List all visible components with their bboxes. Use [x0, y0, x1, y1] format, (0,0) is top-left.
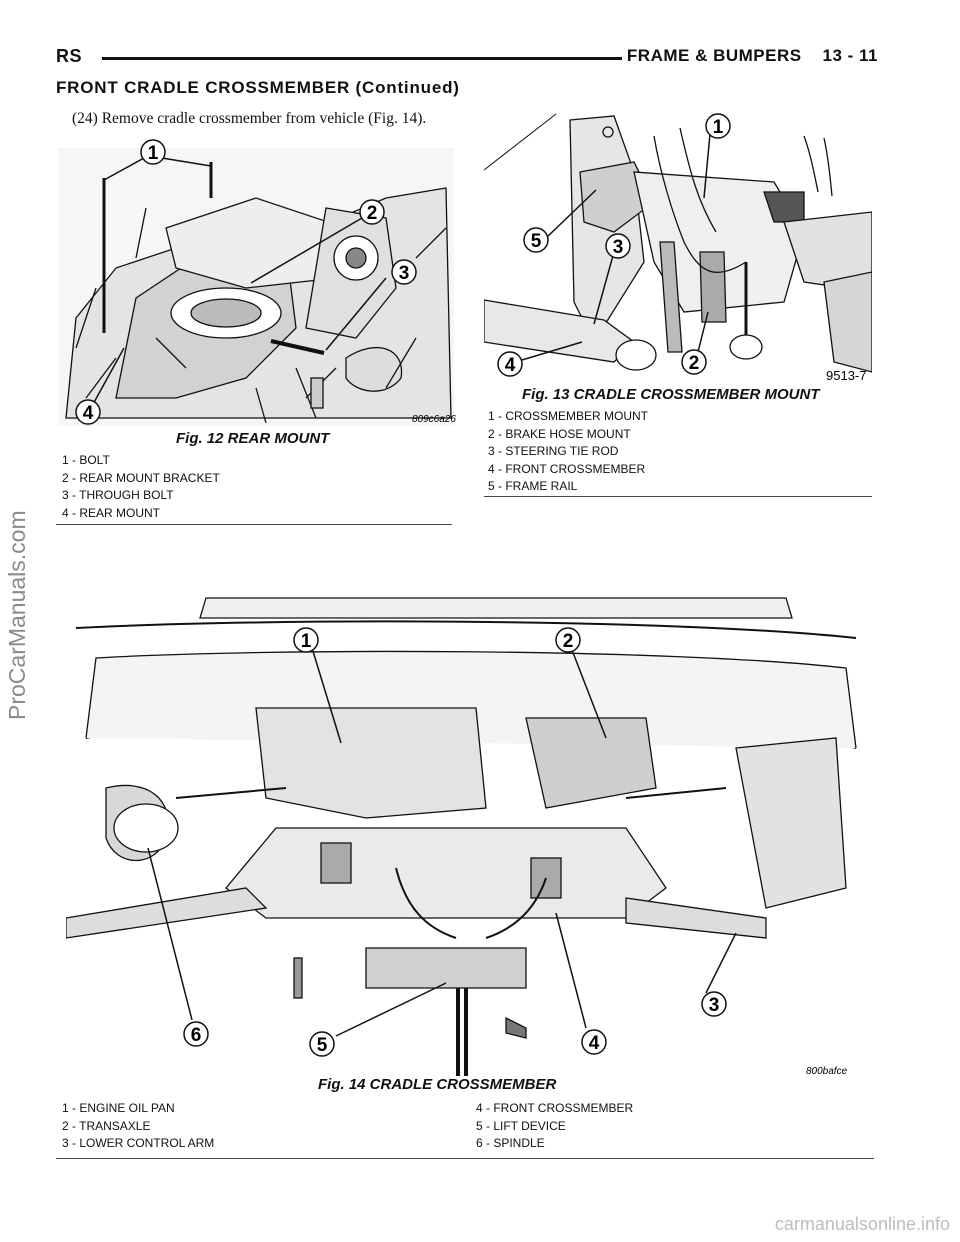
step-text: (24) Remove cradle crossmember from vehi…: [72, 110, 427, 127]
fig12-callout-4: 4: [75, 399, 101, 425]
fig13-rule: [484, 496, 872, 497]
fig14-callout-6: 6: [183, 1021, 209, 1047]
fig14-callout-5: 5: [309, 1031, 335, 1057]
fig14-legend-item: 6 - SPINDLE: [476, 1136, 545, 1150]
fig13-legend: 1 - CROSSMEMBER MOUNT 2 - BRAKE HOSE MOU…: [488, 408, 648, 496]
fig14-legend-item: 5 - LIFT DEVICE: [476, 1118, 566, 1133]
section-code: RS: [56, 46, 83, 66]
fig14-title: Fig. 14 CRADLE CROSSMEMBER: [318, 1076, 557, 1093]
fig14-callout-1: 1: [293, 627, 319, 653]
fig14-legend-right: 4 - FRONT CROSSMEMBER 5 - LIFT DEVICE 6 …: [476, 1100, 633, 1153]
fig13-title: Fig. 13 CRADLE CROSSMEMBER MOUNT: [522, 386, 820, 403]
fig12-rule: [56, 524, 452, 525]
svg-text:5: 5: [317, 1035, 328, 1056]
fig12-code: 809c6a26: [412, 414, 456, 425]
fig13-code: 9513-7: [826, 368, 866, 383]
page-number: 13 - 11: [822, 46, 878, 65]
fig14-legend-item: 4 - FRONT CROSSMEMBER: [476, 1101, 634, 1115]
fig12-legend-item: 2 - REAR MOUNT BRACKET: [62, 470, 220, 485]
svg-text:4: 4: [83, 403, 94, 424]
svg-text:4: 4: [589, 1033, 600, 1054]
fig13-callout-5: 5: [523, 227, 549, 253]
fig13-legend-item: 1 - CROSSMEMBER MOUNT: [488, 409, 649, 423]
fig14-legend-item: 3 - LOWER CONTROL ARM: [62, 1136, 215, 1150]
chapter-header: FRAME & BUMPERS 13 - 11: [627, 46, 878, 66]
fig14-callout-2: 2: [555, 627, 581, 653]
fig13-legend-item: 5 - FRAME RAIL: [488, 479, 578, 493]
fig13-callout-3: 3: [605, 233, 631, 259]
svg-text:5: 5: [531, 231, 542, 252]
fig12-title: Fig. 12 REAR MOUNT: [176, 430, 330, 447]
fig12-legend-item: 4 - REAR MOUNT: [62, 505, 161, 520]
svg-text:3: 3: [709, 995, 720, 1016]
fig13-callout-2: 2: [681, 349, 707, 375]
fig12-callout-1: 1: [140, 139, 166, 165]
svg-text:2: 2: [563, 631, 574, 652]
svg-text:2: 2: [367, 203, 378, 224]
fig12-illustration: 1 2 3 4 809c6a26: [56, 138, 456, 430]
svg-text:4: 4: [505, 355, 516, 376]
svg-text:6: 6: [191, 1025, 202, 1046]
fig13-legend-item: 3 - STEERING TIE ROD: [488, 444, 619, 458]
fig13-callout-4: 4: [497, 351, 523, 377]
fig14-illustration: 1 2 3 4 5 6 800bafce: [66, 588, 866, 1076]
fig13-callout-1: 1: [705, 113, 731, 139]
fig14-callout-4: 4: [581, 1029, 607, 1055]
fig12-legend-item: 3 - THROUGH BOLT: [62, 488, 174, 502]
fig12-legend-item: 1 - BOLT: [62, 453, 110, 467]
fig14-legend-item: 1 - ENGINE OIL PAN: [62, 1101, 175, 1115]
fig14-rule: [56, 1158, 874, 1159]
svg-text:1: 1: [301, 631, 312, 652]
svg-text:3: 3: [399, 263, 410, 284]
fig12-callout-3: 3: [391, 259, 417, 285]
fig14-code: 800bafce: [806, 1066, 848, 1076]
svg-text:2: 2: [689, 353, 700, 374]
section-title: FRONT CRADLE CROSSMEMBER (Continued): [56, 78, 460, 97]
fig13-illustration: 1 2 3 4 5 9513-7: [484, 112, 872, 386]
side-watermark: ProCarManuals.com: [4, 510, 30, 720]
fig14-legend-left: 1 - ENGINE OIL PAN 2 - TRANSAXLE 3 - LOW…: [62, 1100, 214, 1153]
fig13-legend-item: 2 - BRAKE HOSE MOUNT: [488, 426, 631, 441]
fig12-legend: 1 - BOLT 2 - REAR MOUNT BRACKET 3 - THRO…: [62, 452, 220, 522]
bottom-watermark: carmanualsonline.info: [774, 1214, 950, 1234]
fig14-callout-3: 3: [701, 991, 727, 1017]
svg-text:1: 1: [148, 143, 159, 164]
chapter-title: FRAME & BUMPERS: [626, 46, 802, 65]
fig14-legend-item: 2 - TRANSAXLE: [62, 1118, 151, 1133]
header-rule: [102, 57, 622, 60]
fig12-callout-2: 2: [359, 199, 385, 225]
fig13-legend-item: 4 - FRONT CROSSMEMBER: [488, 461, 646, 476]
svg-text:1: 1: [713, 117, 724, 138]
svg-text:3: 3: [613, 237, 624, 258]
